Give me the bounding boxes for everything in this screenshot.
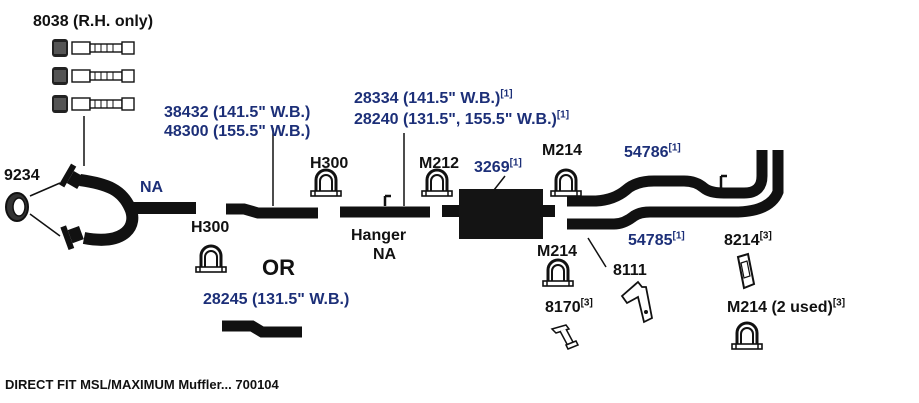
label-8111: 8111 xyxy=(613,262,647,279)
clamp-h300-lower xyxy=(194,244,228,274)
label-h300-upper: H300 xyxy=(310,155,349,172)
label-28240: 28240 (131.5", 155.5" W.B.)[1] xyxy=(354,109,570,128)
tailpipe-54785 xyxy=(567,150,784,230)
pipe-28334-28240 xyxy=(340,133,430,218)
label-m214-bottom: M214 xyxy=(537,243,578,260)
label-9234: 9234 xyxy=(4,167,40,184)
label-28334: 28334 (141.5" W.B.)[1] xyxy=(354,88,513,107)
y-pipe xyxy=(59,163,196,251)
clamp-m212 xyxy=(420,168,454,198)
label-8214: 8214[3] xyxy=(724,230,772,249)
hanger-8214 xyxy=(736,252,756,290)
label-28245: 28245 (131.5" W.B.) xyxy=(203,291,350,308)
label-or: OR xyxy=(262,255,295,280)
label-m214-top: M214 xyxy=(542,142,583,159)
leader-9234-lower xyxy=(29,213,61,237)
tailpipe-54786 xyxy=(567,150,768,207)
label-8038: 8038 (R.H. only) xyxy=(33,13,154,30)
label-54786: 54786[1] xyxy=(624,142,681,161)
footer-caption: DIRECT FIT MSL/MAXIMUM Muffler... 700104 xyxy=(5,377,279,392)
label-na-ypipe: NA xyxy=(140,179,164,196)
gasket-9234 xyxy=(5,192,29,222)
label-hanger: Hanger xyxy=(351,227,407,244)
label-38432: 38432 (141.5" W.B.) xyxy=(164,104,311,121)
clamp-m214-two-used xyxy=(730,321,764,351)
label-3269: 3269[1] xyxy=(474,157,522,176)
label-m212: M212 xyxy=(419,155,460,172)
muffler-3269 xyxy=(442,175,555,239)
clamp-m214-top xyxy=(549,168,583,198)
label-na-hanger: NA xyxy=(373,246,397,263)
pipe-38432-48300 xyxy=(226,128,318,219)
pipe-28245 xyxy=(222,320,302,338)
label-8170: 8170[3] xyxy=(545,297,593,316)
label-54785: 54785[1] xyxy=(628,230,685,249)
clamp-h300-upper xyxy=(309,168,343,198)
label-h300-lower: H300 xyxy=(191,219,230,236)
leader-9234-upper xyxy=(29,182,61,197)
bracket-8111 xyxy=(620,280,654,324)
clamp-m214-bottom xyxy=(541,258,575,288)
label-m214-two-used: M214 (2 used)[3] xyxy=(727,297,846,316)
leader-8111 xyxy=(587,237,607,268)
stud-set-8038 xyxy=(52,39,135,113)
bracket-8170 xyxy=(550,324,580,350)
label-48300: 48300 (155.5" W.B.) xyxy=(164,123,311,140)
